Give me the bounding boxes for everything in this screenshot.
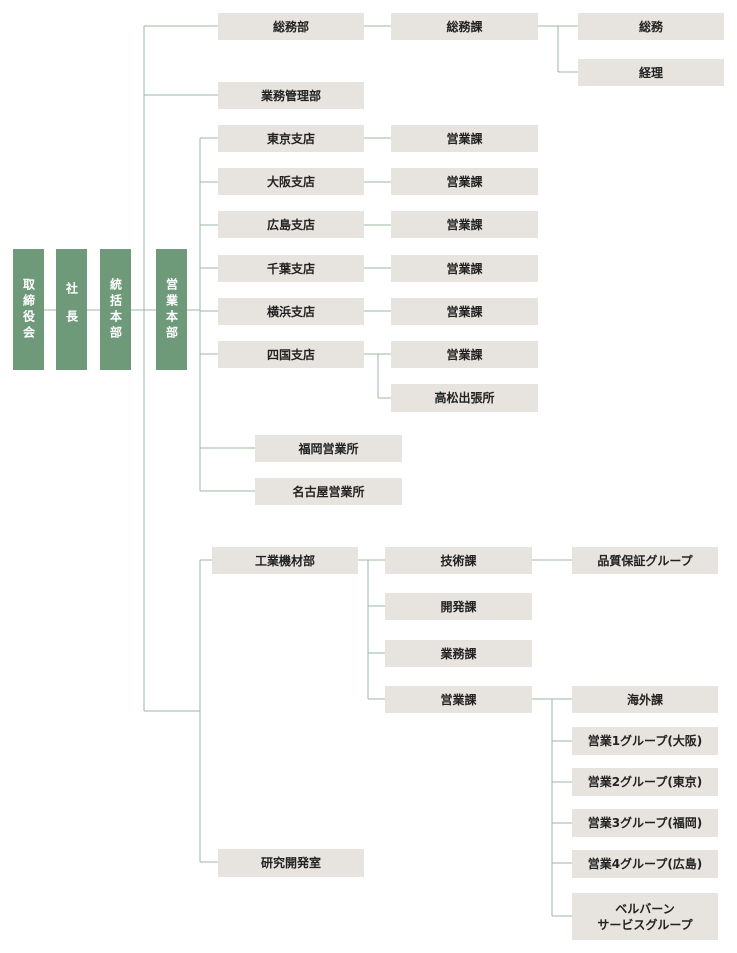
box-development-section: 開発課	[385, 593, 532, 620]
box-fukuoka-office: 福岡営業所	[255, 435, 402, 462]
box-nagoya-office: 名古屋営業所	[255, 478, 402, 505]
box-general-hq: 統括本部	[100, 249, 131, 370]
box-general-affairs-dept: 総務部	[218, 13, 364, 40]
box-branch-shikoku-sales: 営業課	[391, 341, 538, 368]
box-branch-tokyo: 東京支店	[218, 125, 364, 152]
bellbahn-line-1: ベルバーン	[615, 901, 675, 916]
box-unit-general: 総務	[578, 13, 724, 40]
box-branch-shikoku: 四国支店	[218, 341, 364, 368]
box-board: 取締役会	[13, 249, 44, 370]
box-operations-section: 業務課	[385, 640, 532, 667]
box-research-lab: 研究開発室	[218, 849, 364, 877]
board-label: 取締役会	[21, 277, 36, 342]
box-technical-section: 技術課	[385, 547, 532, 574]
box-sales-group-4: 営業4グループ(広島)	[572, 850, 718, 878]
box-sales-group-2: 営業2グループ(東京)	[572, 768, 718, 796]
box-branch-chiba: 千葉支店	[218, 255, 364, 282]
box-bellbahn-service-group: ベルバーン サービスグループ	[572, 893, 718, 940]
box-qa-group: 品質保証グループ	[572, 547, 718, 574]
box-general-affairs-section: 総務課	[391, 13, 538, 40]
box-sales-group-1: 営業1グループ(大阪)	[572, 727, 718, 755]
box-branch-tokyo-sales: 営業課	[391, 125, 538, 152]
box-branch-hiroshima-sales: 営業課	[391, 211, 538, 238]
president-label: 社長	[64, 281, 79, 338]
box-takamatsu-office: 高松出張所	[391, 384, 538, 412]
box-overseas-section: 海外課	[572, 686, 718, 713]
box-branch-yokohama: 横浜支店	[218, 298, 364, 325]
box-branch-osaka: 大阪支店	[218, 168, 364, 195]
box-branch-osaka-sales: 営業課	[391, 168, 538, 195]
box-president: 社長	[56, 249, 87, 370]
box-branch-hiroshima: 広島支店	[218, 211, 364, 238]
box-industrial-sales-section: 営業課	[385, 686, 532, 713]
box-unit-accounting: 経理	[578, 59, 724, 86]
box-sales-hq: 営業本部	[156, 249, 187, 370]
box-branch-yokohama-sales: 営業課	[391, 298, 538, 325]
box-branch-chiba-sales: 営業課	[391, 255, 538, 282]
bellbahn-line-2: サービスグループ	[597, 917, 693, 932]
general-hq-label: 統括本部	[108, 277, 123, 342]
box-sales-group-3: 営業3グループ(福岡)	[572, 809, 718, 837]
sales-hq-label: 営業本部	[164, 277, 179, 342]
box-industrial-dept: 工業機材部	[212, 547, 358, 574]
box-business-management: 業務管理部	[218, 82, 364, 109]
